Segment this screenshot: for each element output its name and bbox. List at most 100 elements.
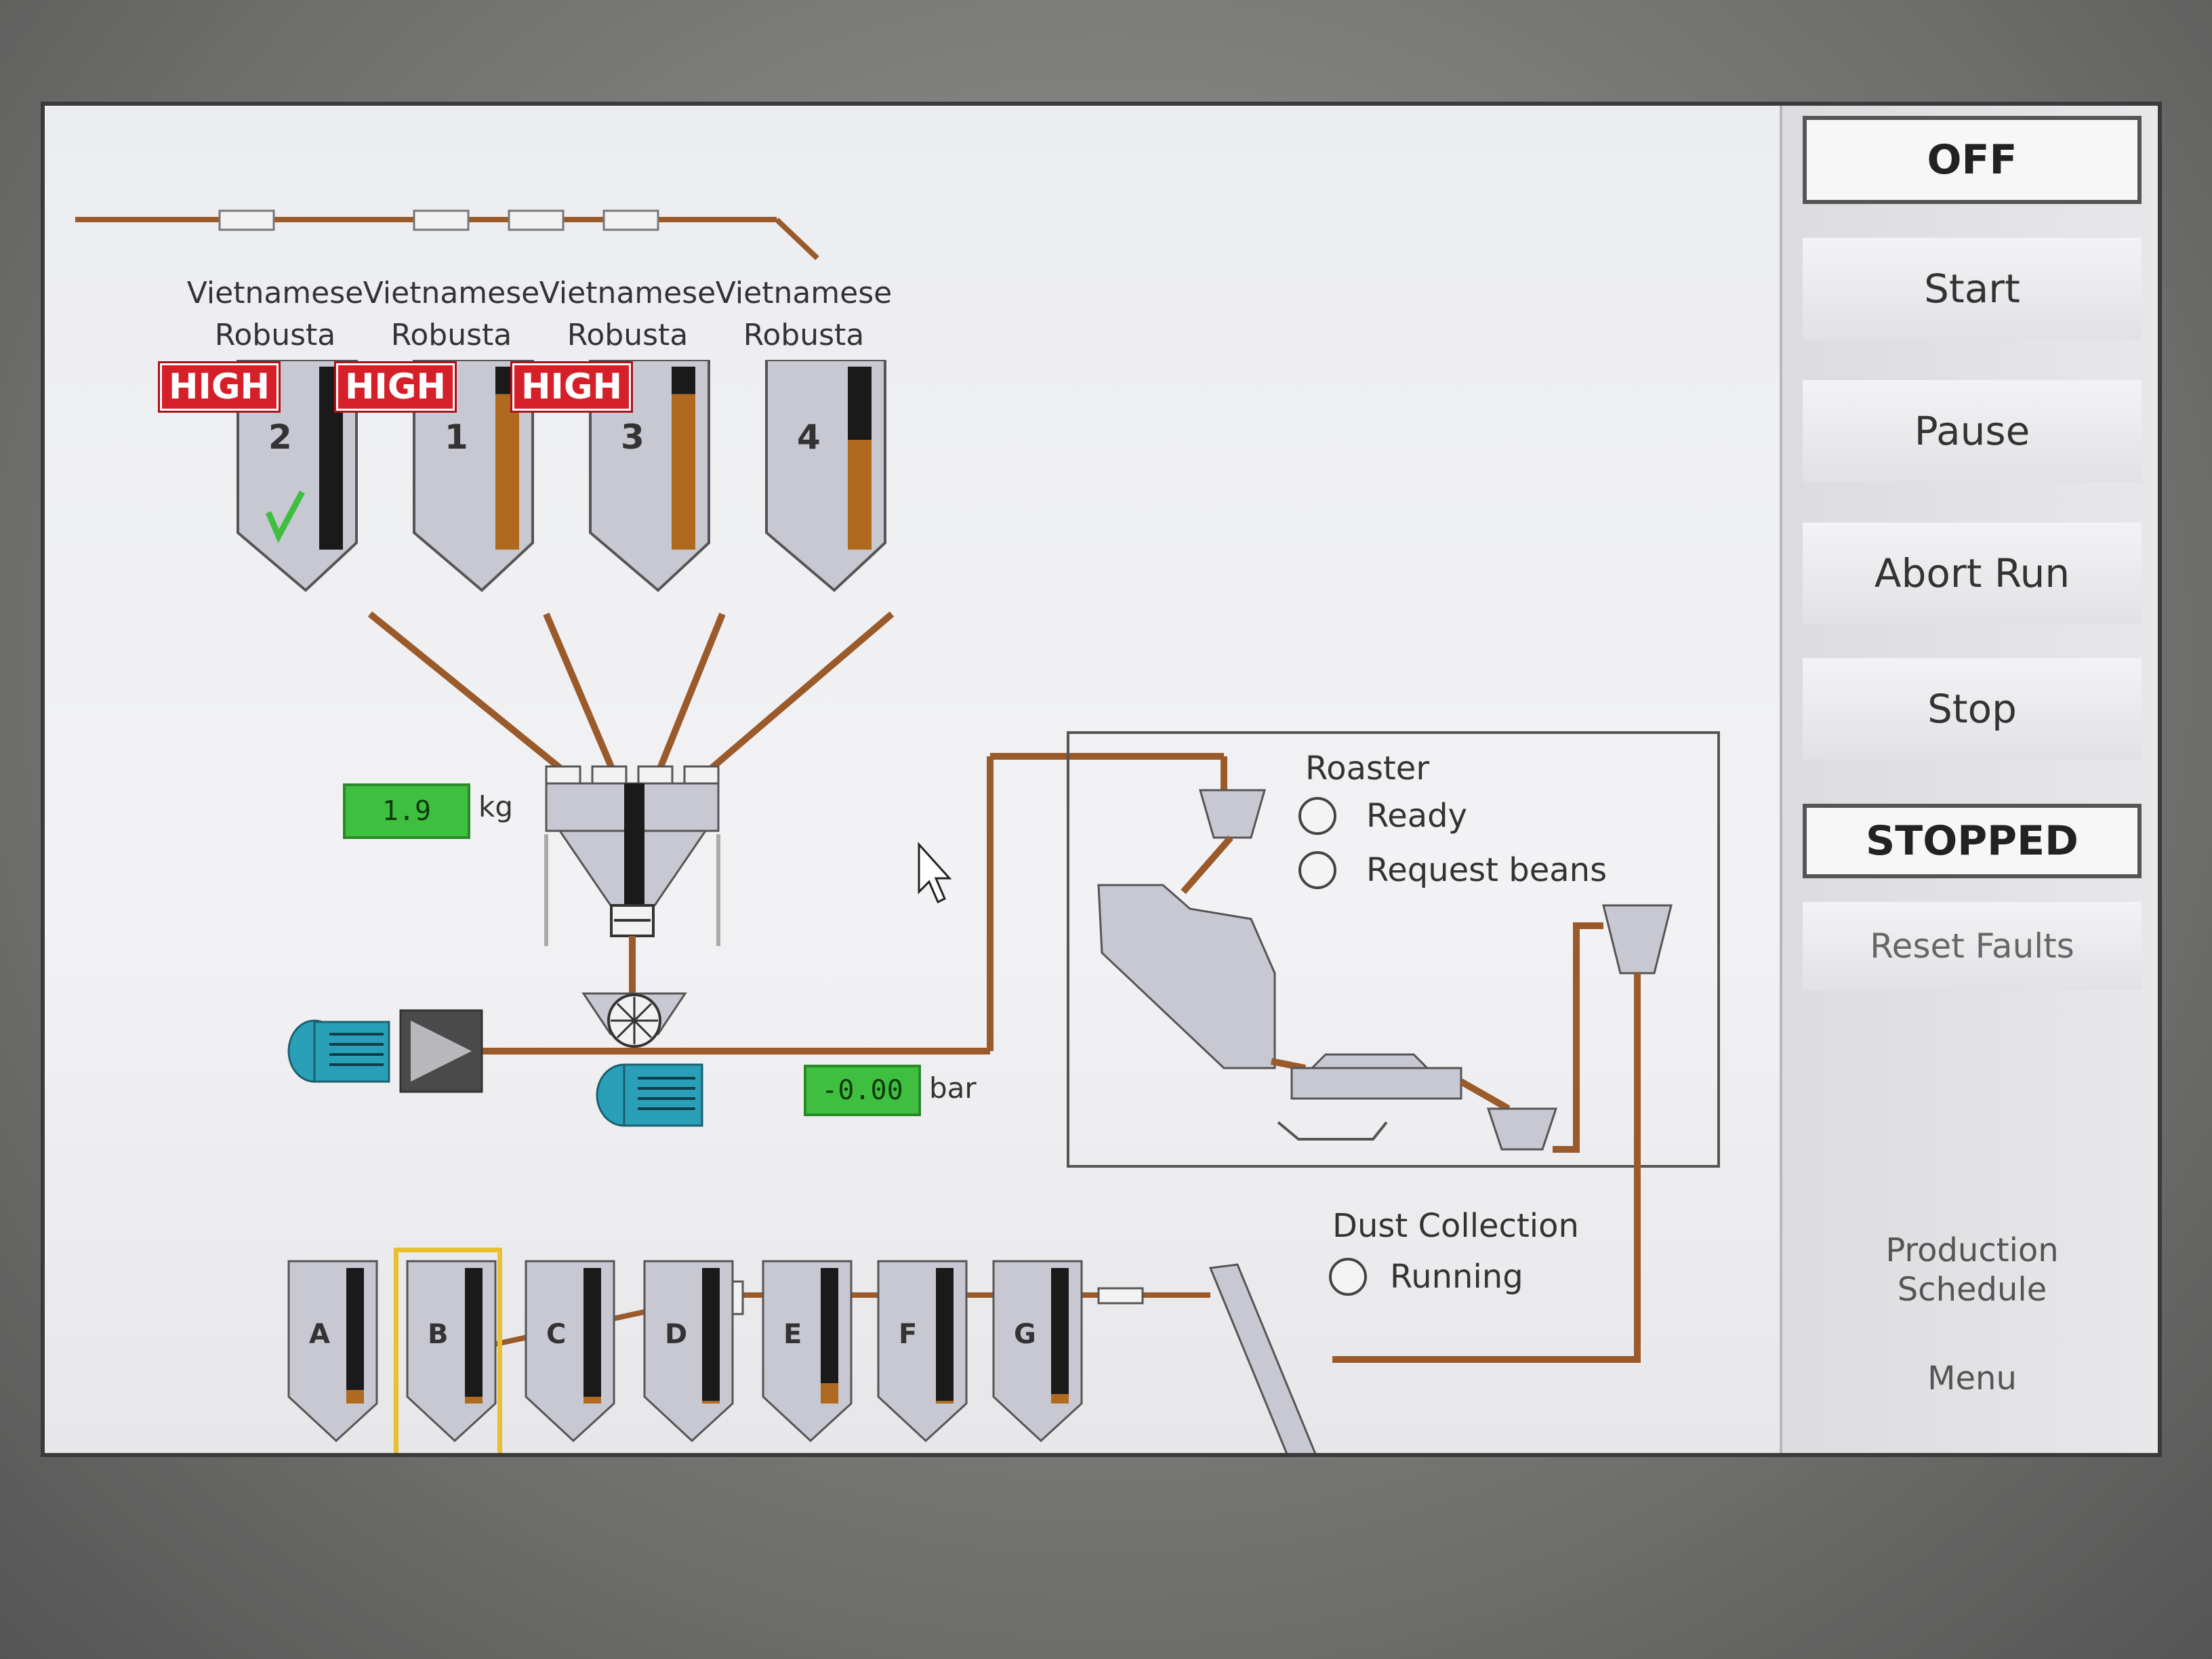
silo-body	[413, 360, 534, 592]
pressure-unit: bar	[929, 1071, 977, 1105]
conveyor-gate-1[interactable]	[218, 209, 275, 231]
dust-running-label: Running	[1390, 1258, 1523, 1296]
high-level-alarm-badge: HIGH	[160, 363, 279, 411]
silo-body	[589, 360, 710, 592]
reset-faults-button[interactable]: Reset Faults	[1803, 902, 2142, 990]
roaster-title: Roaster	[1305, 750, 1430, 787]
bin-letter-label: B	[428, 1319, 449, 1350]
bin-letter-label: D	[665, 1319, 688, 1350]
silo-level-fill	[495, 394, 519, 550]
bin-body	[762, 1260, 853, 1443]
feed-pipe-silo-1	[543, 613, 617, 775]
roaster-ready-indicator	[1298, 797, 1336, 835]
bin-level-fill	[702, 1401, 720, 1404]
bin-letter-label: E	[783, 1319, 802, 1350]
roasted-hopper	[1602, 904, 1673, 975]
bin-a[interactable]: A	[279, 1251, 380, 1453]
bin-letter-label: F	[899, 1319, 918, 1350]
bin-level-track	[1051, 1268, 1069, 1404]
control-panel: OFF Start Pause Abort Run Stop STOPPED R…	[1780, 106, 2158, 1453]
roaster-frame	[1067, 731, 1720, 1168]
silo-number: 2	[268, 417, 292, 457]
bin-letter-label: G	[1014, 1319, 1036, 1350]
pressure-readout: -0.00	[804, 1065, 921, 1116]
feed-pipe-silo-3	[655, 613, 726, 775]
rotary-valve[interactable]	[581, 992, 687, 1048]
silo-label-line1: Vietnamese	[715, 276, 893, 310]
bin-body	[525, 1260, 615, 1443]
bin-level-track	[936, 1268, 954, 1404]
bin-level-fill	[583, 1397, 601, 1404]
weigh-hopper	[544, 765, 720, 946]
silo-body	[237, 360, 358, 592]
bin-level-fill	[936, 1401, 954, 1404]
conveyor-gate-3[interactable]	[508, 209, 565, 231]
bin-body	[287, 1260, 378, 1443]
bin-body	[877, 1260, 968, 1443]
destoner-hopper	[1486, 1107, 1558, 1151]
top-conveyor-end	[775, 218, 819, 260]
roaster-request-beans-label: Request beans	[1366, 851, 1607, 889]
dust-collection-title: Dust Collection	[1332, 1207, 1579, 1245]
bin-letter-label: A	[309, 1319, 330, 1350]
abort-run-button[interactable]: Abort Run	[1803, 523, 2142, 624]
bin-diverter-2[interactable]	[1097, 1287, 1144, 1305]
pipework-svg	[75, 209, 1720, 1453]
mode-status-display: OFF	[1803, 116, 2142, 204]
stop-button[interactable]: Stop	[1803, 658, 2142, 760]
silo-label-line2: Robusta	[567, 318, 689, 352]
silo-number: 3	[621, 417, 644, 457]
bin-level-track	[702, 1268, 720, 1404]
silo-label-line2: Robusta	[743, 318, 865, 352]
bin-level-fill	[346, 1390, 364, 1404]
roaster-drum	[1097, 884, 1276, 1069]
valve-motor[interactable]	[596, 1063, 703, 1127]
roaster-request-beans-indicator	[1298, 851, 1336, 889]
silo-number: 1	[445, 417, 468, 457]
bin-level-track	[821, 1268, 838, 1404]
run-state-display: STOPPED	[1803, 804, 2142, 878]
bin-level-track	[583, 1268, 601, 1404]
blower-motor[interactable]	[287, 1019, 390, 1083]
feed-pipe-silo-2	[367, 611, 569, 776]
bin-level-fill	[465, 1397, 483, 1404]
roaster-ready-label: Ready	[1366, 797, 1468, 835]
menu-link[interactable]: Menu	[1927, 1359, 2017, 1397]
high-level-alarm-badge: HIGH	[512, 363, 632, 411]
conveyor-gate-4[interactable]	[602, 209, 659, 231]
blower-fan[interactable]	[399, 1009, 483, 1093]
silo-level-fill	[848, 440, 872, 550]
bin-c[interactable]: C	[516, 1251, 617, 1453]
silo-level-fill	[672, 394, 695, 550]
bucket-elevator	[1208, 1263, 1317, 1453]
silo-label-line1: Vietnamese	[186, 276, 364, 310]
high-level-alarm-badge: HIGH	[336, 363, 455, 411]
mouse-cursor-icon	[918, 842, 952, 904]
bin-f[interactable]: F	[868, 1251, 970, 1453]
scale-weight-readout: 1.9	[343, 783, 470, 839]
production-schedule-link[interactable]: Production Schedule	[1885, 1231, 2059, 1309]
silo-label-line1: Vietnamese	[363, 276, 540, 310]
bin-g[interactable]: G	[983, 1251, 1085, 1453]
bin-body	[406, 1260, 497, 1443]
silo-label-line2: Robusta	[214, 318, 336, 352]
silo-body	[765, 360, 886, 592]
bin-level-track	[346, 1268, 364, 1404]
bin-level-fill	[821, 1383, 838, 1404]
scale-weight-unit: kg	[478, 790, 513, 823]
start-button[interactable]: Start	[1803, 238, 2142, 340]
bin-e[interactable]: E	[753, 1251, 855, 1453]
conveyor-gate-2[interactable]	[413, 209, 470, 231]
bin-b[interactable]: B	[394, 1248, 502, 1453]
bin-level-fill	[1051, 1394, 1069, 1404]
pause-button[interactable]: Pause	[1803, 380, 2142, 482]
bin-d[interactable]: D	[634, 1251, 736, 1453]
roaster-inlet-hopper	[1199, 789, 1266, 839]
bin-letter-label: C	[546, 1319, 567, 1350]
